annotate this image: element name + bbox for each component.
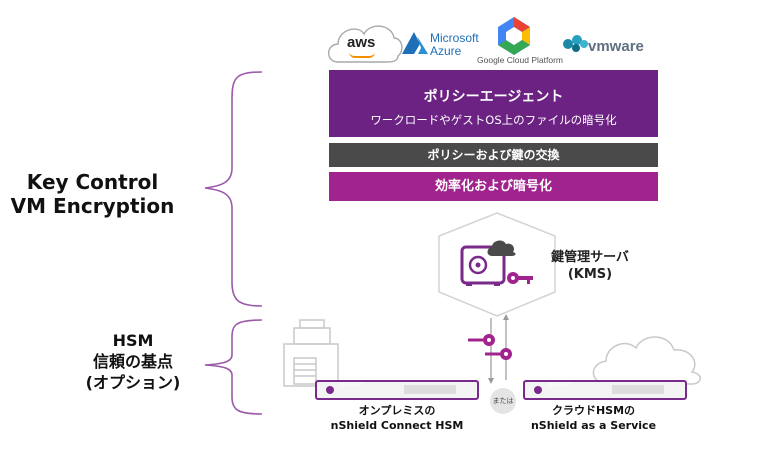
key-control-text: Key Control [26,170,159,194]
building-icon [283,319,339,387]
gcp-logo-icon [498,17,530,55]
cloud-line2: nShield as a Service [530,419,657,432]
onprem-line1: オンプレミスの [358,404,436,417]
cloud-hsm-label: クラウドHSMの nShield as a Service [526,403,661,433]
cloud-hsm-device-icon: ENTRUST [523,380,687,400]
azure-line1: Microsoft [430,31,479,45]
policy-key-exchange-band: ポリシーおよび鍵の交換 [329,143,658,167]
kms-label: 鍵管理サーバ (KMS) [545,249,635,283]
aws-smile-icon [349,52,375,58]
onprem-hsm-label: オンプレミスの nShield Connect HSM [317,403,477,433]
policy-agent-title: ポリシーエージェント [423,89,564,105]
aws-cloud-shape [327,25,403,63]
policy-agent-subtitle: ワークロードやゲストOS上のファイルの暗号化 [370,113,617,127]
vmware-logo-text: vmware [588,38,644,55]
or-badge: または [490,388,516,414]
aws-logo: aws [347,34,376,51]
kms-hexagon [438,212,556,317]
onprem-hsm-device-icon: ENTRUST [315,380,479,400]
encryption-band: 効率化および暗号化 [329,172,658,201]
policy-agent-band: ポリシーエージェント ワークロードやゲストOS上のファイルの暗号化 [329,70,658,137]
vm-encryption-text: VM Encryption [10,194,175,218]
gcp-logo-text: Google Cloud Platform [477,55,563,65]
cloud-brand: ENTRUST [548,382,572,388]
arrow-up-icon [503,314,509,320]
key-icon-2 [485,348,512,360]
hsm-text: HSM [112,331,154,350]
kms-line1: 鍵管理サーバ [551,250,629,265]
cloud-line1: クラウドHSMの [551,404,636,417]
azure-logo-icon [402,32,428,54]
key-icon-1 [468,334,495,346]
key-control-brace [204,71,263,307]
key-control-label: Key Control VM Encryption [0,170,185,218]
optional-text: (オプション) [85,373,181,392]
cloud-outline-icon [592,336,701,385]
root-of-trust-text: 信頼の基点 [92,352,173,371]
vmware-logo-icon [563,35,588,52]
kms-line2: (KMS) [567,267,613,282]
hsm-brace [204,319,263,415]
azure-logo: Microsoft Azure [430,32,479,58]
arrow-down-icon [488,378,494,384]
hsm-label: HSM 信頼の基点 (オプション) [78,330,188,393]
azure-line2: Azure [430,44,462,58]
onprem-line2: nShield Connect HSM [330,419,464,432]
onprem-brand: ENTRUST [340,382,364,388]
